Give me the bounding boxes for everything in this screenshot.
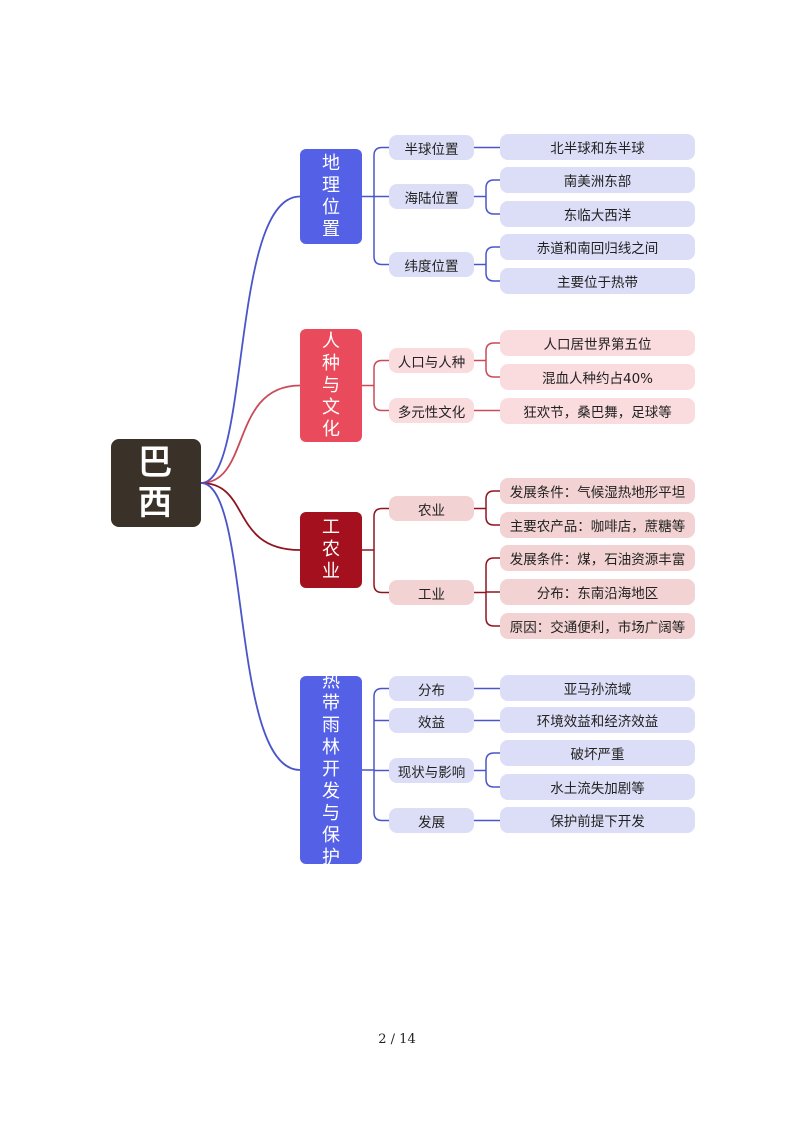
leaf-connector <box>485 205 500 215</box>
subtopic-2-1[interactable]: 人口与人种 <box>389 348 474 373</box>
leaf-connector <box>485 516 500 526</box>
leaf-4-3-1[interactable]: 破坏严重 <box>500 740 695 766</box>
leaf-connector <box>485 246 500 256</box>
leaf-1-2-2[interactable]: 东临大西洋 <box>500 201 695 227</box>
leaf-1-2-1[interactable]: 南美洲东部 <box>500 167 695 193</box>
leaf-4-3-2[interactable]: 水土流失加剧等 <box>500 774 695 800</box>
subtopic-connector <box>373 812 389 822</box>
root-branch-connector <box>200 195 301 484</box>
subtopic-3-1[interactable]: 农业 <box>389 496 474 521</box>
branch-topic-3[interactable]: 工 农 业 <box>300 512 362 588</box>
subtopic-1-3[interactable]: 纬度位置 <box>389 252 474 277</box>
root-branch-connector <box>200 384 301 484</box>
subtopic-connector <box>373 402 389 412</box>
leaf-connector <box>485 778 500 788</box>
leaf-connector <box>485 179 500 189</box>
subtopic-connector <box>373 256 389 266</box>
branch-topic-4[interactable]: 热 带 雨 林 开 发 与 保 护 <box>300 671 362 868</box>
leaf-4-1-1[interactable]: 亚马孙流域 <box>500 675 695 701</box>
subtopic-2-2[interactable]: 多元性文化 <box>389 398 474 423</box>
subtopic-connector <box>373 146 389 156</box>
leaf-2-2-1[interactable]: 狂欢节，桑巴舞，足球等 <box>500 398 695 424</box>
leaf-connector <box>485 557 500 567</box>
subtopic-connector <box>373 687 389 697</box>
subtopic-connector <box>373 359 389 369</box>
leaf-1-1-1[interactable]: 北半球和东半球 <box>500 134 695 160</box>
subtopic-3-2[interactable]: 工业 <box>389 580 474 605</box>
leaf-connector <box>485 342 500 352</box>
root-branch-connector <box>200 482 301 771</box>
branch-topic-1[interactable]: 地 理 位 置 <box>300 149 362 244</box>
leaf-3-2-1[interactable]: 发展条件：煤，石油资源丰富 <box>500 545 695 571</box>
leaf-2-1-2[interactable]: 混血人种约占40% <box>500 364 695 390</box>
leaf-connector <box>485 752 500 762</box>
leaf-3-2-2[interactable]: 分布：东南沿海地区 <box>500 579 695 605</box>
subtopic-connector <box>373 507 389 517</box>
leaf-2-1-1[interactable]: 人口居世界第五位 <box>500 330 695 356</box>
leaf-4-4-1[interactable]: 保护前提下开发 <box>500 807 695 833</box>
leaf-3-2-3[interactable]: 原因：交通便利，市场广阔等 <box>500 613 695 639</box>
leaf-3-1-1[interactable]: 发展条件：气候湿热地形平坦 <box>500 478 695 504</box>
subtopic-4-2[interactable]: 效益 <box>389 708 474 733</box>
leaf-connector <box>485 490 500 500</box>
root-branch-connector <box>200 482 301 551</box>
leaf-1-3-1[interactable]: 赤道和南回归线之间 <box>500 234 695 260</box>
leaf-1-3-2[interactable]: 主要位于热带 <box>500 268 695 294</box>
page-number: 2 / 14 <box>378 1032 416 1047</box>
subtopic-1-1[interactable]: 半球位置 <box>389 135 474 160</box>
subtopic-connector <box>373 584 389 594</box>
root-topic-brazil[interactable]: 巴 西 <box>111 439 201 527</box>
branch-topic-2[interactable]: 人 种 与 文 化 <box>300 329 362 442</box>
subtopic-4-1[interactable]: 分布 <box>389 676 474 701</box>
subtopic-4-4[interactable]: 发展 <box>389 808 474 833</box>
subtopic-4-3[interactable]: 现状与影响 <box>389 758 474 783</box>
leaf-connector <box>485 368 500 378</box>
leaf-connector <box>485 272 500 282</box>
leaf-3-1-2[interactable]: 主要农产品：咖啡店，蔗糖等 <box>500 512 695 538</box>
leaf-connector <box>485 617 500 627</box>
subtopic-1-2[interactable]: 海陆位置 <box>389 184 474 209</box>
leaf-4-2-1[interactable]: 环境效益和经济效益 <box>500 707 695 733</box>
